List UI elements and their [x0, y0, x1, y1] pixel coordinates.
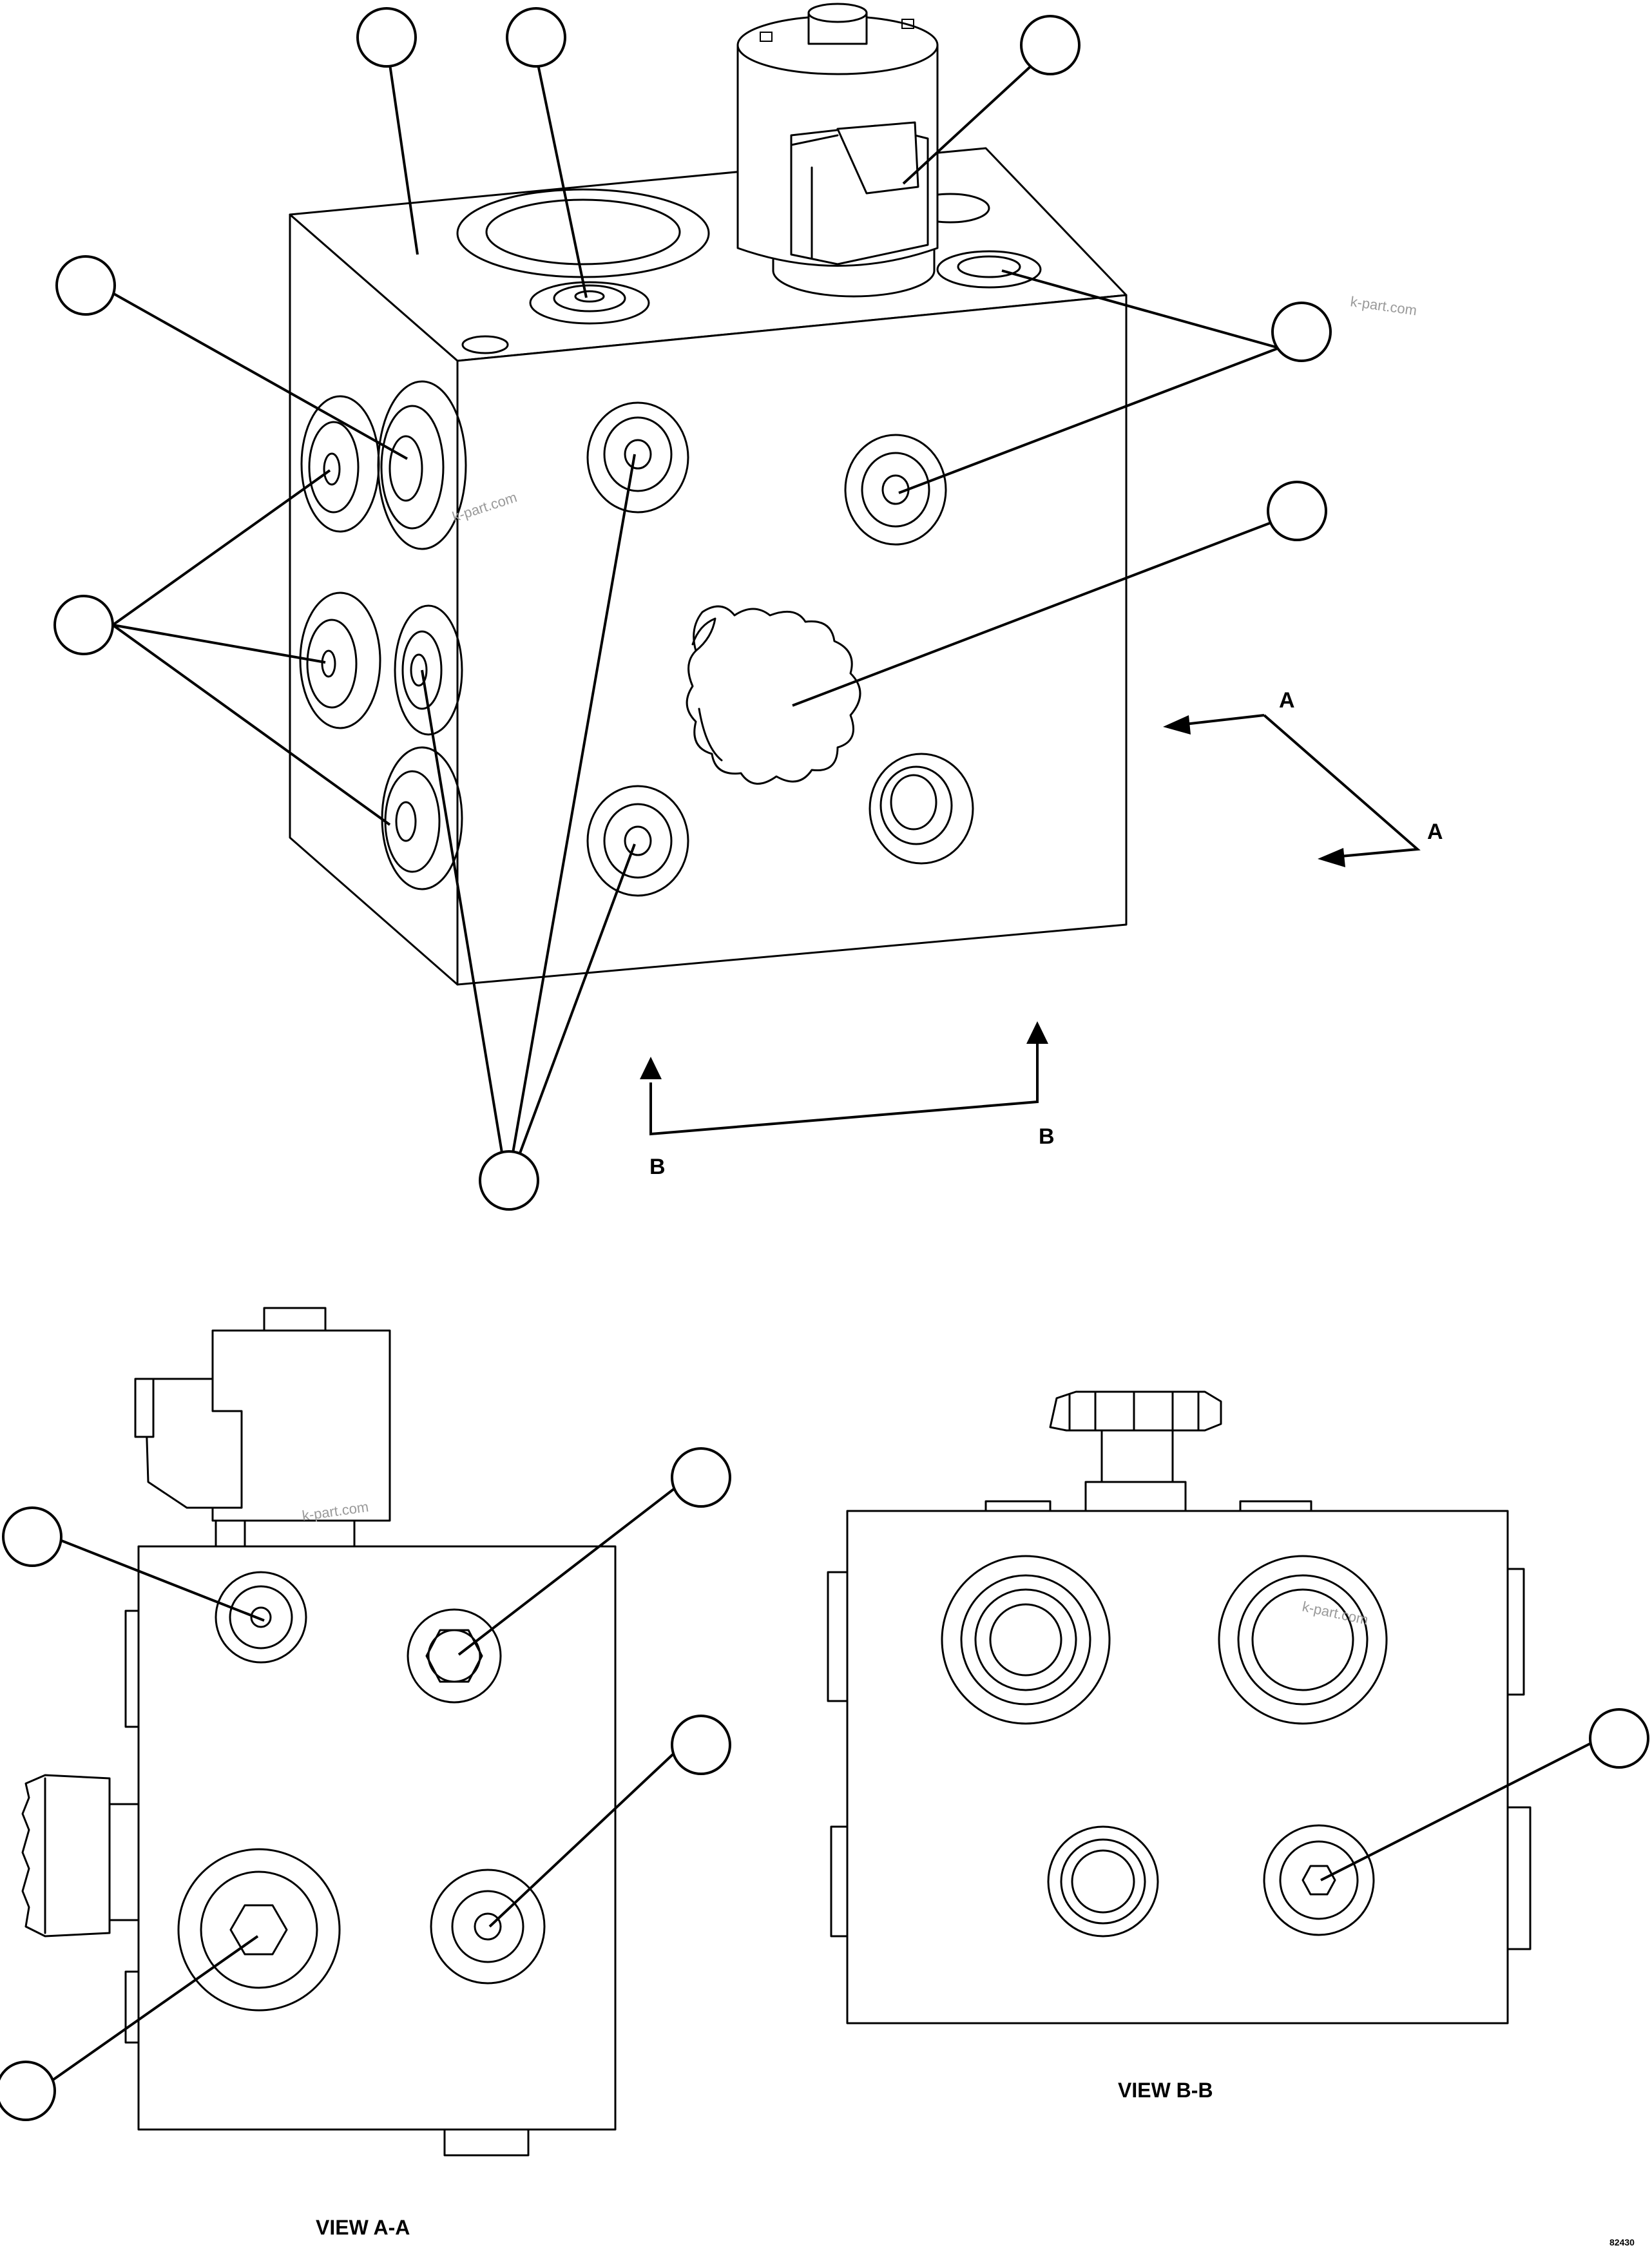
section-arrow-b: [640, 1021, 1048, 1136]
knob-top: [1049, 1390, 1222, 1512]
top-large-port-inner: [485, 198, 681, 265]
section-arrow-a: [1163, 714, 1421, 867]
callout-bubble: [2, 1506, 62, 1567]
view-b-block: [846, 1510, 1509, 2024]
top-plug-head: [553, 284, 626, 312]
drawing-code: 82430: [1609, 2237, 1635, 2247]
left-face-plugs: [299, 380, 467, 890]
callout-bubble: [0, 2061, 56, 2121]
section-label-b-right: B: [1039, 1124, 1055, 1149]
top-plug-ring: [529, 281, 650, 325]
section-label-a-bottom: A: [1427, 820, 1443, 844]
callout-bubble: [1267, 481, 1327, 541]
top-small-hole: [461, 335, 509, 354]
section-label-a-top: A: [1279, 688, 1295, 713]
view-a-port: [177, 1848, 341, 2012]
leader-lines-view-a: [41, 1481, 684, 2089]
callout-bubble: [671, 1447, 731, 1508]
top-right-plug-ring: [936, 250, 1042, 289]
view-b-title: VIEW B-B: [1118, 2079, 1213, 2102]
watermark: k-part.com: [1349, 293, 1417, 318]
view-b-port: [1218, 1555, 1388, 1725]
view-b-port: [941, 1555, 1111, 1725]
adjustment-knob: [686, 605, 861, 785]
leader-lines-iso: [111, 47, 1299, 1157]
top-plug-hex: [574, 290, 605, 303]
front-face-ports: [586, 401, 974, 897]
isometric-view: A A B B: [53, 3, 1443, 1211]
view-a-port: [407, 1608, 502, 1704]
callout-bubble: [1271, 302, 1332, 362]
callout-bubble: [53, 595, 114, 655]
view-b-port: [1047, 1825, 1159, 1938]
view-a-port: [430, 1869, 546, 1985]
callout-bubble: [506, 7, 566, 68]
view-b-port: [1263, 1824, 1375, 1936]
view-a-title: VIEW A-A: [316, 2216, 410, 2239]
top-right-plug-head: [957, 255, 1021, 278]
knob-side: [21, 1774, 111, 1938]
solenoid-valve: [736, 3, 939, 298]
view-b-b: VIEW B-B k-part.com: [827, 1390, 1649, 2102]
callout-bubble: [671, 1715, 731, 1775]
callout-bubble: [55, 255, 116, 316]
callout-bubble: [1589, 1708, 1649, 1769]
view-a-port: [215, 1571, 307, 1664]
view-a-a: VIEW A-A k-part.com: [0, 1307, 731, 2239]
leader-lines-view-b: [1320, 1738, 1599, 1881]
view-a-block: [137, 1545, 617, 2131]
callout-bubble: [356, 7, 417, 68]
callout-bubble: [1020, 15, 1081, 75]
solenoid-side: [134, 1307, 391, 1548]
callout-bubble: [479, 1150, 539, 1211]
section-label-b-left: B: [649, 1155, 666, 1179]
